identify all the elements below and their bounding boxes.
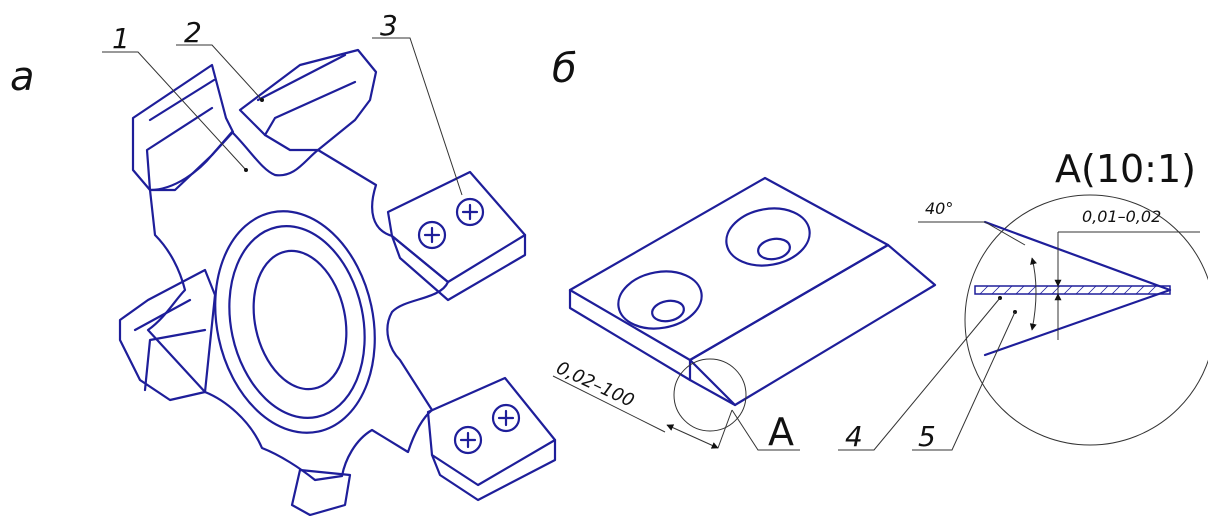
angle-dimension: 40° xyxy=(918,199,1037,331)
callout-1-label: 1 xyxy=(112,22,130,55)
screw-icon xyxy=(417,220,447,250)
callout-3-label: 3 xyxy=(380,9,398,42)
screw-icon xyxy=(491,403,521,433)
insert-upper-left xyxy=(131,63,235,192)
thickness-label: 0,01–0,02 xyxy=(1082,207,1161,226)
screw-hole-left xyxy=(617,270,703,330)
screw-icon xyxy=(453,425,483,455)
cutter-body-outline xyxy=(146,130,450,482)
bore-hole xyxy=(252,249,348,391)
insert-front-face xyxy=(568,288,692,382)
panel-label-b: б xyxy=(552,46,577,92)
detail-title: A(10:1) xyxy=(1055,147,1196,191)
insert-lower-left xyxy=(118,268,217,402)
detail-marker: A xyxy=(768,410,794,454)
insert-bevel xyxy=(688,243,937,407)
detail-circle-a xyxy=(673,358,747,432)
callout-3: 3 xyxy=(372,9,463,196)
callout-4-label: 4 xyxy=(845,420,863,453)
panel-label-a: a xyxy=(10,54,35,100)
callout-2-label: 2 xyxy=(184,16,202,49)
callout-2: 2 xyxy=(176,16,264,102)
angle-label: 40° xyxy=(925,199,953,218)
callout-1: 1 xyxy=(102,22,248,172)
callout-5-label: 5 xyxy=(918,420,936,453)
screw-icon xyxy=(455,197,485,227)
insert-top xyxy=(238,48,378,152)
dimension-label: 0,02–100 xyxy=(553,357,637,411)
insert-bottom xyxy=(290,468,352,516)
callout-5: 5 xyxy=(912,310,1017,453)
dimension-insert: 0,02–100 xyxy=(552,357,733,449)
thickness-dimension: 0,01–0,02 xyxy=(1054,207,1200,340)
detail-view-circle xyxy=(964,194,1208,446)
insert-top-face xyxy=(568,176,890,362)
detail-leader-a xyxy=(731,409,800,451)
screw-hole-right xyxy=(725,207,811,267)
hub-ring-inner xyxy=(228,225,366,419)
callout-4: 4 xyxy=(838,296,1002,453)
insert-lower-right xyxy=(426,376,557,487)
milling-cutter xyxy=(118,48,557,516)
coating-layer xyxy=(974,285,1171,295)
hub-ring-outer xyxy=(214,210,376,434)
insert-plate xyxy=(568,176,937,407)
blade-edge-detail xyxy=(974,220,1172,357)
